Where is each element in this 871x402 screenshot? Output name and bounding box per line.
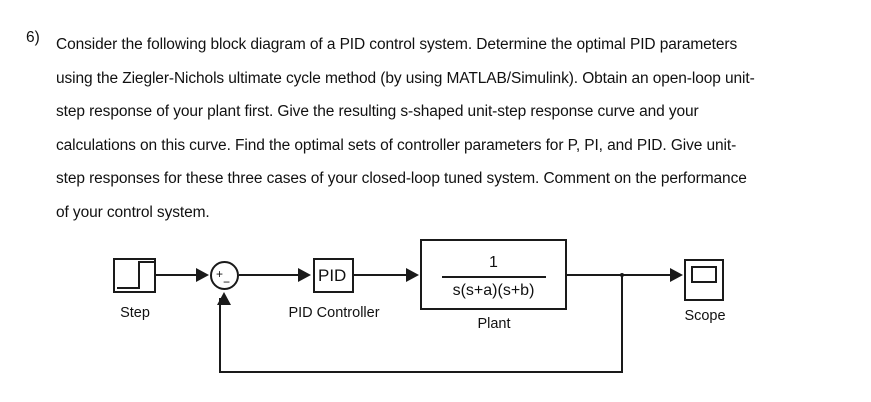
feedback-wire-right-vertical <box>621 274 623 373</box>
sum-plus-sign: + <box>216 267 224 281</box>
scope-block <box>684 259 724 301</box>
pid-to-plant-wire <box>354 274 408 276</box>
fraction-bar <box>441 276 546 278</box>
plant-to-scope-wire <box>567 274 681 276</box>
step-to-sum-wire <box>156 274 199 276</box>
plant-transfer-function: 1 s(s+a)(s+b) <box>422 253 565 301</box>
step-to-sum-arrow-icon <box>196 268 209 282</box>
question-line-5: step responses for these three cases of … <box>56 170 747 187</box>
question-text: Consider the following block diagram of … <box>56 28 846 229</box>
plant-block-label: Plant <box>477 316 511 332</box>
question-line-3: step response of your plant first. Give … <box>56 103 699 120</box>
sum-to-pid-arrow-icon <box>298 268 311 282</box>
question-line-6: of your control system. <box>56 203 210 221</box>
scope-block-label: Scope <box>684 308 726 324</box>
question-number: 6) <box>26 29 40 46</box>
step-block <box>113 258 156 293</box>
question-line-2: using the Ziegler-Nichols ultimate cycle… <box>56 69 755 87</box>
step-signal-rising-edge <box>138 261 140 289</box>
feedback-wire-bottom-horizontal <box>219 371 623 373</box>
feedback-wire-left-vertical <box>219 298 221 373</box>
step-signal-high-segment <box>138 261 155 263</box>
pid-controller-block: PID <box>313 258 354 293</box>
plant-numerator: 1 <box>489 254 498 271</box>
summing-junction-block: + − <box>210 261 239 290</box>
question-line-4: calculations on this curve. Find the opt… <box>56 136 737 154</box>
sum-minus-sign: − <box>223 275 231 289</box>
plant-denominator: s(s+a)(s+b) <box>452 281 535 299</box>
step-signal-low-segment <box>117 287 139 289</box>
sum-to-pid-wire <box>239 274 301 276</box>
pid-to-plant-arrow-icon <box>406 268 419 282</box>
pid-controller-label: PID Controller <box>288 305 380 321</box>
plant-to-scope-arrow-icon <box>670 268 683 282</box>
step-block-label: Step <box>120 305 150 321</box>
pid-block-text: PID <box>318 266 347 285</box>
question-line-1: Consider the following block diagram of … <box>56 36 738 53</box>
plant-block: 1 s(s+a)(s+b) <box>420 239 567 310</box>
scope-display-icon <box>691 266 717 283</box>
